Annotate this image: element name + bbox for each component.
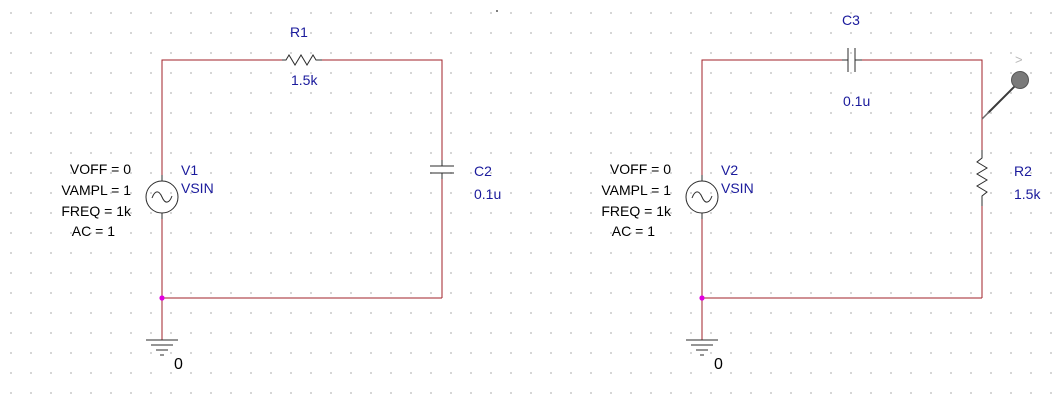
voltage-source-v1-param-ac: AC = 1: [72, 223, 115, 239]
ground-label-1: 0: [174, 356, 183, 373]
voltage-source-v1[interactable]: V1 VSIN VOFF = 0 VAMPL = 1 FREQ = 1k AC …: [61, 161, 213, 239]
wire[interactable]: [322, 59, 443, 160]
capacitor-c2[interactable]: C2 0.1u: [430, 160, 501, 202]
junction-dot: [159, 295, 165, 301]
resistor-r1-value: 1.5k: [291, 72, 318, 88]
probe-head-icon: [1011, 71, 1029, 89]
probe-body: [987, 81, 1020, 114]
voltage-source-v2[interactable]: V2 VSIN VOFF = 0 VAMPL = 1 FREQ = 1k AC …: [601, 161, 753, 239]
voltage-source-v2-ref: V2: [721, 162, 738, 178]
capacitor-c3-ref: C3: [842, 12, 860, 28]
wire[interactable]: [862, 59, 983, 150]
voltage-source-v1-ref: V1: [181, 162, 198, 178]
probe-mark: >: [1015, 52, 1023, 67]
wire[interactable]: [701, 59, 842, 175]
voltage-probe[interactable]: >: [981, 52, 1029, 120]
resistor-r2[interactable]: R2 1.5k: [976, 150, 1041, 206]
voltage-source-v2-param-freq: FREQ = 1k: [601, 203, 672, 219]
wire[interactable]: [161, 59, 282, 175]
voltage-source-v2-param-vampl: VAMPL = 1: [601, 182, 671, 198]
voltage-source-v1-param-voff: VOFF = 0: [70, 161, 131, 177]
junction-dot: [699, 295, 705, 301]
stray-dot: [496, 10, 498, 12]
circuit-1: R1 1.5k C2 0.1u V1 VSIN VOFF = 0 VAMPL =…: [61, 24, 501, 373]
ground-symbol-1[interactable]: 0: [146, 339, 183, 373]
voltage-source-v1-param-freq: FREQ = 1k: [61, 203, 132, 219]
circuit-1-wires: [161, 59, 443, 340]
resistor-r2-ref: R2: [1014, 163, 1032, 179]
resistor-r1-ref: R1: [290, 24, 308, 40]
circuit-2: C3 0.1u R2 1.5k > V2 VSIN VOFF = 0 VAMPL…: [601, 12, 1041, 373]
resistor-r1[interactable]: R1 1.5k: [282, 24, 322, 88]
voltage-source-v2-model: VSIN: [721, 180, 754, 196]
ground-symbol-2[interactable]: 0: [686, 339, 723, 373]
capacitor-c2-value: 0.1u: [474, 186, 501, 202]
capacitor-c3-value: 0.1u: [843, 93, 870, 109]
voltage-source-v2-param-voff: VOFF = 0: [610, 161, 671, 177]
resistor-r2-value: 1.5k: [1014, 186, 1041, 202]
capacitor-c2-ref: C2: [474, 163, 492, 179]
ground-label-2: 0: [714, 356, 723, 373]
capacitor-c3[interactable]: C3 0.1u: [842, 12, 870, 109]
voltage-source-v1-model: VSIN: [181, 180, 214, 196]
probe-tip: [981, 111, 990, 120]
circuit-2-wires: [701, 59, 983, 340]
voltage-source-v1-param-vampl: VAMPL = 1: [61, 182, 131, 198]
voltage-source-v2-param-ac: AC = 1: [612, 223, 655, 239]
